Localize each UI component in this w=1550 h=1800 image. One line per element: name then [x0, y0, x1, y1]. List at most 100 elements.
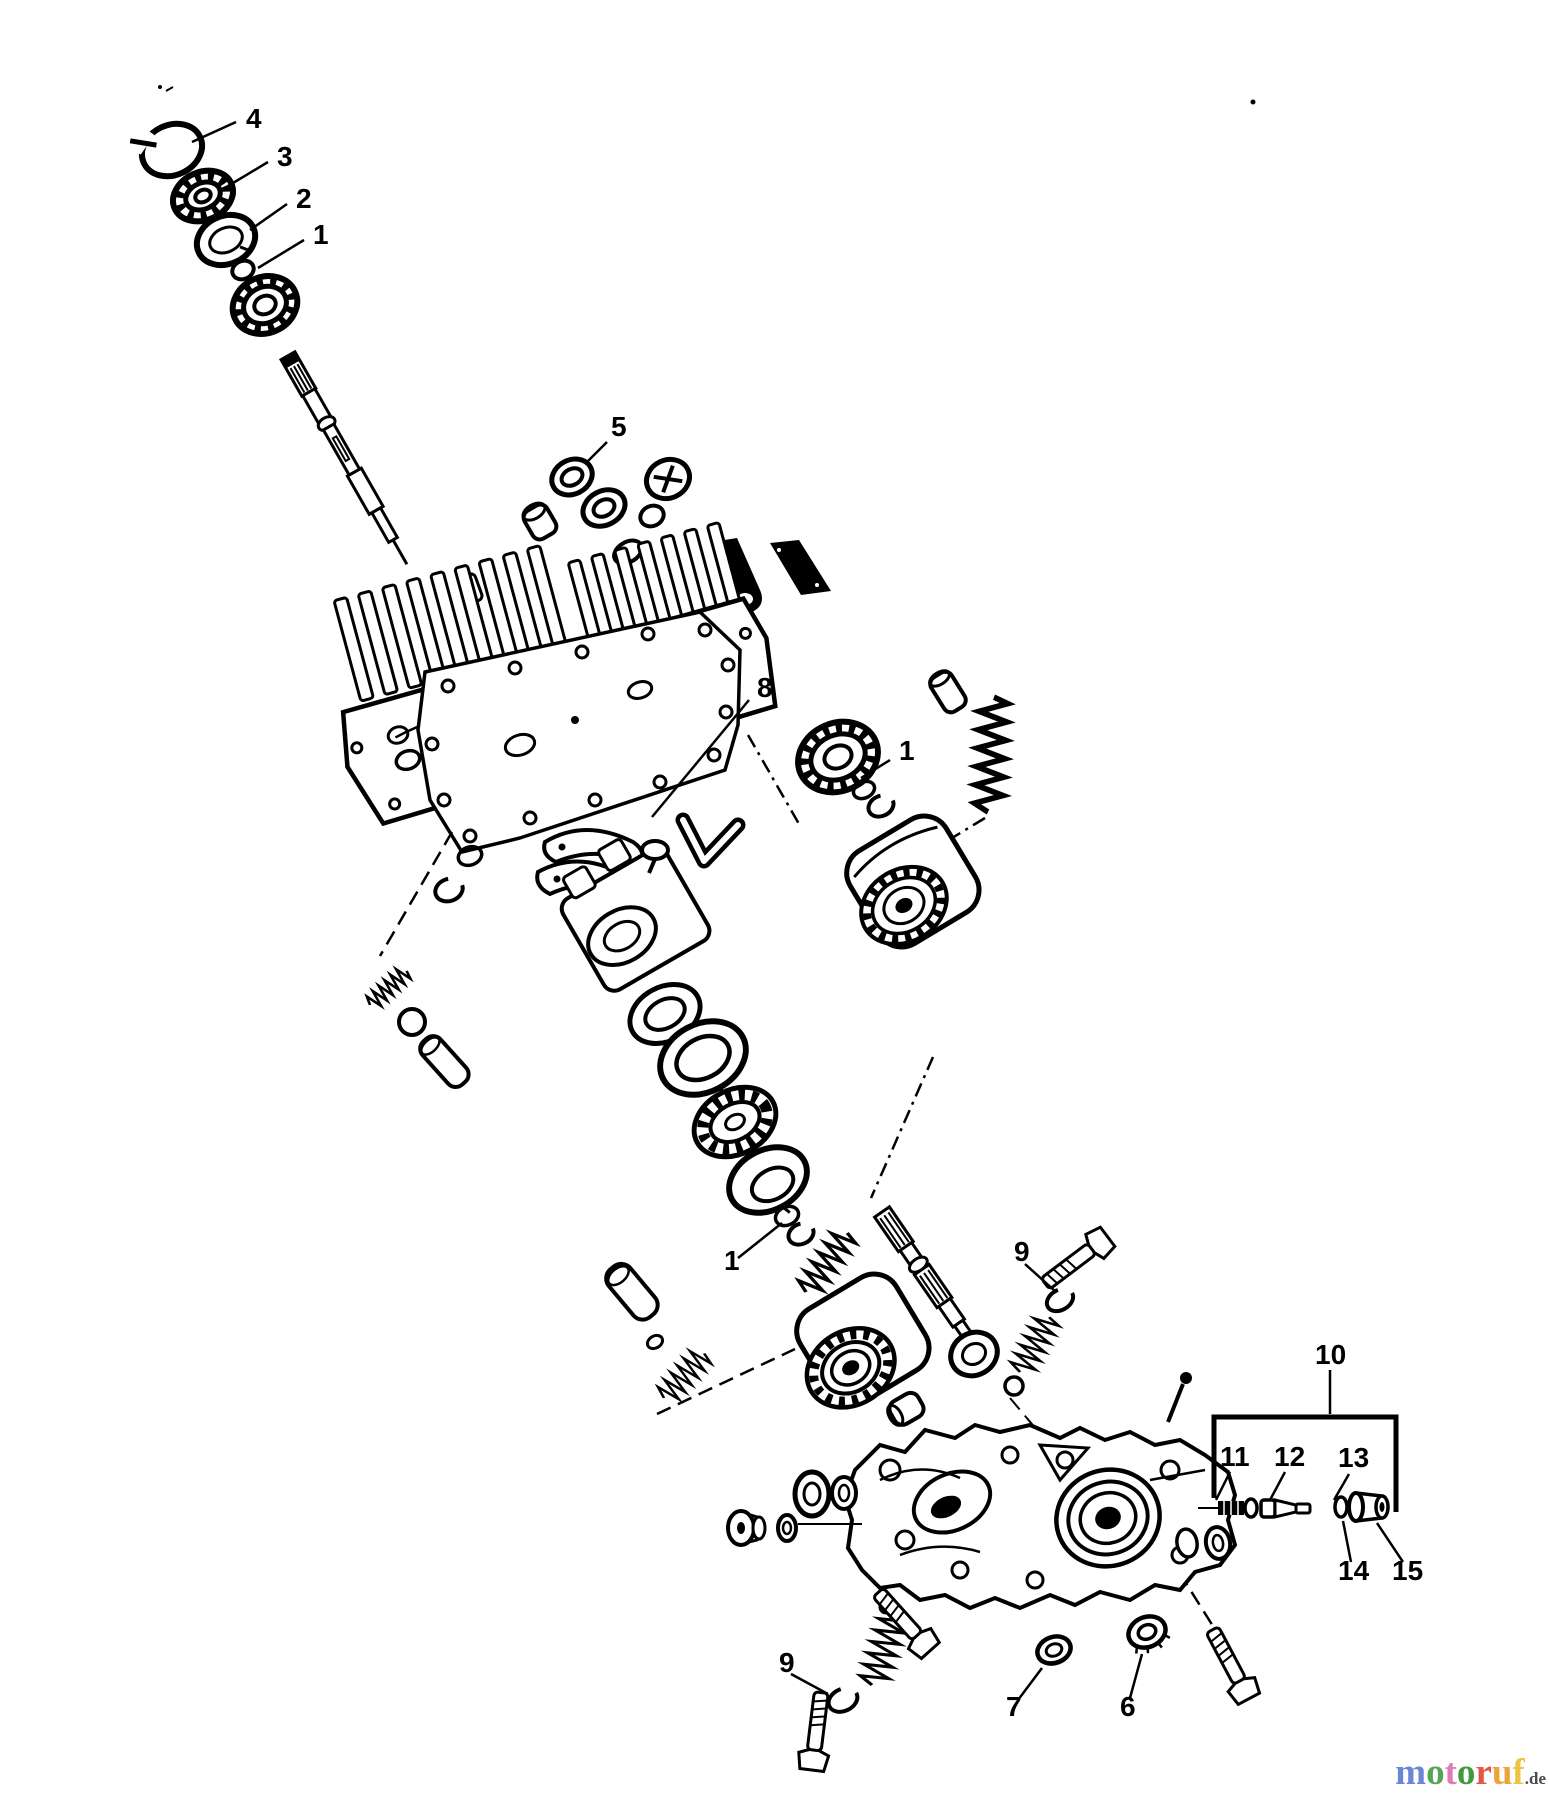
- watermark-letter: u: [1491, 1752, 1513, 1793]
- plug-cylinder: [928, 669, 968, 715]
- mushroom-fitting: [640, 839, 670, 874]
- spacer-ring-part1: [230, 258, 256, 282]
- end-nut: [1347, 1491, 1390, 1523]
- part-number-callout-5: 5: [611, 411, 627, 442]
- seal-washer: [580, 487, 628, 529]
- slotted-plug: [644, 456, 692, 502]
- center-section-block: [559, 838, 712, 993]
- lower-housing: [842, 1372, 1238, 1611]
- check-ball: [397, 1007, 427, 1037]
- mounting-bolt: [1197, 1621, 1264, 1708]
- valve-spool: [1259, 1498, 1312, 1519]
- grommet-plug: [726, 1509, 767, 1547]
- callout-leader-12: [1268, 1471, 1287, 1501]
- callout-leader-15: [1375, 1522, 1405, 1563]
- part-number-callout-7: 7: [1006, 1691, 1022, 1722]
- part-number-callout-12: 12: [1274, 1441, 1305, 1472]
- valve-spring: [653, 1343, 715, 1408]
- watermark-letter: o: [1426, 1752, 1445, 1793]
- housing-top-pin: [1166, 1372, 1192, 1423]
- callout-leader-11: [1214, 1471, 1232, 1501]
- snap-ring-open: [433, 876, 465, 904]
- callout-leader-5: [584, 441, 608, 465]
- spacer-ring: [851, 779, 877, 801]
- cap-nut-part5: [549, 456, 595, 498]
- left-seal-parts: [726, 1469, 862, 1547]
- part-number-callout-15: 15: [1392, 1555, 1423, 1586]
- gasket-bolt-holes: [424, 622, 736, 844]
- plug-cylinder: [521, 501, 559, 542]
- part-number-callout-2: 2: [296, 183, 312, 214]
- flange-washer-part6: [1126, 1614, 1171, 1654]
- part-number-callout-13: 13: [1338, 1442, 1369, 1473]
- washer-small: [394, 748, 422, 772]
- watermark-word: motoruf: [1395, 1752, 1525, 1793]
- input-shaft: [278, 349, 409, 565]
- clip-washer: [1044, 1286, 1076, 1314]
- bearing-part1: [229, 273, 301, 337]
- callout-leader-9: [1024, 1263, 1057, 1293]
- valve-spring: [362, 963, 414, 1013]
- snap-ring-open: [786, 1221, 816, 1247]
- part-number-callout-14: 14: [1338, 1555, 1370, 1586]
- part-number-callout-9: 9: [1014, 1236, 1030, 1267]
- retaining-ring-part4: [127, 120, 206, 180]
- part-number-callout-6: 6: [1120, 1691, 1136, 1722]
- snap-ring-open: [866, 793, 896, 819]
- gasket-part8: [416, 610, 742, 854]
- part-number-callout-1: 1: [313, 219, 329, 250]
- watermark-letter: r: [1475, 1752, 1492, 1793]
- o-ring: [792, 1469, 832, 1519]
- o-ring-small: [638, 503, 666, 529]
- washer: [830, 1475, 858, 1511]
- housing-boss: [1054, 1467, 1162, 1569]
- valve-spring: [974, 696, 1008, 812]
- callout-leader-1: [737, 1222, 783, 1259]
- cylinder-block-lower: [794, 1271, 932, 1410]
- plug-small: [886, 1390, 926, 1427]
- part-number-callout-1: 1: [899, 735, 915, 766]
- cylinder-block-upper: [844, 813, 982, 950]
- part-number-callout-3: 3: [277, 141, 293, 172]
- ball-bearing-part1: [795, 718, 881, 796]
- spacer-ring: [773, 1204, 801, 1228]
- callout-leader-1: [860, 758, 891, 780]
- callout-leader-1: [257, 238, 305, 270]
- part-number-callout-11: 11: [1220, 1441, 1250, 1472]
- callout-leader-13: [1332, 1473, 1351, 1501]
- o-ring: [1333, 1495, 1349, 1519]
- snap-ring: [456, 844, 484, 868]
- part-number-callout-9: 9: [779, 1647, 795, 1678]
- callout-leader-8: [651, 699, 750, 818]
- roller-pin: [418, 1034, 471, 1090]
- check-ball: [1003, 1375, 1025, 1397]
- elbow-pin: [675, 812, 746, 869]
- watermark-suffix: .de: [1524, 1769, 1546, 1788]
- roll-pin-right: [770, 540, 831, 595]
- plug-cylinder: [604, 1261, 660, 1322]
- callout-leader-2: [249, 202, 288, 232]
- part-number-callout-4: 4: [246, 103, 262, 134]
- washer-small: [386, 725, 410, 745]
- callout-leader-14: [1341, 1520, 1353, 1563]
- part-number-callout-1: 1: [724, 1245, 740, 1276]
- part-number-callout-10: 10: [1315, 1339, 1346, 1370]
- callout-leader-3: [227, 160, 269, 188]
- valve-spring: [1007, 1309, 1062, 1380]
- clip-washer: [826, 1686, 860, 1714]
- callout-leader-6: [1128, 1653, 1144, 1699]
- watermark-letter: t: [1444, 1752, 1457, 1793]
- scan-specks: [158, 85, 1256, 105]
- washer: [1175, 1527, 1199, 1559]
- washer: [776, 1513, 798, 1543]
- watermark-letter: f: [1512, 1752, 1525, 1793]
- washer: [1243, 1497, 1259, 1519]
- callout-leader-9: [790, 1672, 829, 1696]
- pump-shaft: [872, 1204, 978, 1347]
- shaft-end-cap: [948, 1329, 1000, 1379]
- thrust-ring-stack: [627, 982, 810, 1216]
